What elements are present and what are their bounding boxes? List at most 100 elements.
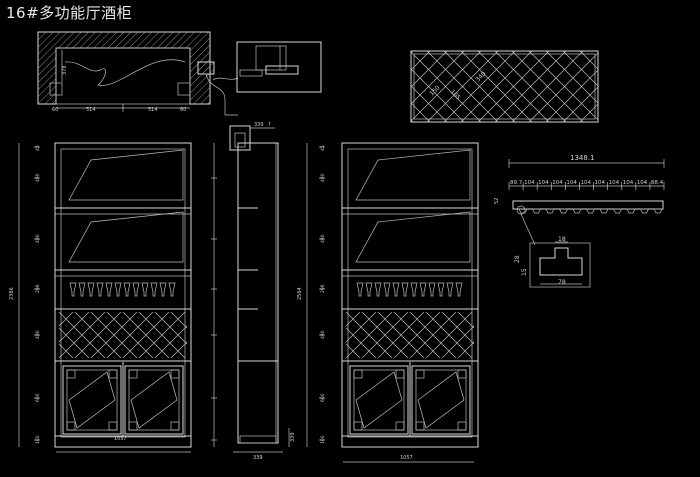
- rack-hook: [518, 208, 528, 214]
- plan-dim-2: 514: [148, 107, 158, 113]
- wine-glass: [356, 282, 364, 297]
- door-corner: [170, 421, 180, 431]
- section-top-dim: 339: [254, 122, 264, 128]
- door-corner: [128, 421, 138, 431]
- door-corner: [415, 369, 425, 379]
- plan-dim-1: 514: [86, 107, 96, 113]
- wine-glass: [383, 282, 391, 297]
- wine-glass: [446, 282, 454, 297]
- front-right-width: 1057: [400, 455, 413, 461]
- rack-hook: [531, 208, 542, 214]
- door-corner: [415, 421, 425, 431]
- wine-glass: [114, 282, 122, 297]
- rack-segment-dim: 104: [538, 180, 549, 186]
- wine-glass: [419, 282, 427, 297]
- svg-text:?: ?: [268, 122, 271, 128]
- section-width: 339: [253, 455, 263, 461]
- rack-hook: [626, 208, 636, 214]
- rack-hook: [612, 208, 623, 214]
- detail-left-dim-2: 15: [521, 268, 528, 276]
- door-corner: [395, 369, 405, 379]
- row-dim: 490: [35, 330, 41, 339]
- wine-glass: [78, 282, 86, 297]
- front-right-height: 2564: [297, 287, 303, 300]
- plan-dim-3: 378: [62, 65, 68, 75]
- door-glass: [130, 371, 178, 429]
- rack-segment-dim: 104: [623, 180, 634, 186]
- wine-glass: [455, 282, 463, 297]
- row-dim: 100: [320, 435, 326, 444]
- plan-view: 514 514 60 60 378: [37, 31, 239, 116]
- rack-segment-dim: 104: [552, 180, 563, 186]
- display-panel: [355, 149, 471, 201]
- rack-total-dim: 1348.1: [570, 154, 595, 162]
- wine-glass: [123, 282, 131, 297]
- lattice-dim-1: 150: [428, 84, 441, 97]
- door-corner: [395, 421, 405, 431]
- drawing-title: 16#多功能厅酒柜: [6, 4, 133, 22]
- door-glass: [417, 371, 465, 429]
- row-dim: 296: [320, 284, 326, 293]
- wine-glass: [105, 282, 113, 297]
- wine-glass: [410, 282, 418, 297]
- front-left-width: 1057: [114, 436, 127, 442]
- lattice-dim-2: 165: [449, 88, 462, 101]
- cabinet-frame: [341, 142, 479, 448]
- rack-hook: [599, 208, 609, 214]
- rack-hook: [572, 208, 582, 214]
- wine-glass: [437, 282, 445, 297]
- row-dim: 100: [35, 435, 41, 444]
- display-panel: [68, 149, 184, 201]
- door-glass: [355, 371, 403, 429]
- display-panel: [355, 211, 471, 263]
- row-dim: 45: [320, 145, 326, 151]
- door-panel: [349, 365, 409, 435]
- side-section: 339 ? 339 339: [211, 122, 296, 461]
- detail-left-dim-1: 28: [514, 255, 521, 263]
- door-panel: [411, 365, 471, 435]
- row-dim: 296: [35, 284, 41, 293]
- section-bottom-dim: 339: [290, 432, 296, 442]
- door-corner: [457, 421, 467, 431]
- joint-detail: [236, 41, 322, 93]
- door-corner: [457, 369, 467, 379]
- rack-hook: [585, 208, 596, 214]
- plan-dim-4: 60: [52, 107, 58, 113]
- door-panel: [124, 365, 184, 435]
- rack-hook: [545, 208, 555, 214]
- rack-segment-dim: 88.4: [651, 180, 664, 186]
- wine-glass: [150, 282, 158, 297]
- door-corner: [353, 369, 363, 379]
- rack-height-dim: 52: [494, 198, 500, 204]
- row-dim: 45: [35, 145, 41, 151]
- detail-top-dim: 18: [558, 236, 566, 243]
- wine-glass: [132, 282, 140, 297]
- row-dim: 600: [35, 393, 41, 402]
- wine-glass: [141, 282, 149, 297]
- rack-segment-dim: 104: [566, 180, 577, 186]
- wine-glass: [392, 282, 400, 297]
- row-dim: 490: [320, 234, 326, 243]
- wine-lattice: [346, 312, 474, 358]
- wine-glass: [159, 282, 167, 297]
- cabinet-frame: [54, 142, 192, 448]
- wine-glass: [87, 282, 95, 297]
- front-left-height: 2386: [9, 287, 15, 300]
- door-corner: [128, 369, 138, 379]
- wine-glass: [69, 282, 77, 297]
- plan-dim-5: 60: [180, 107, 186, 113]
- row-dim: 490: [320, 330, 326, 339]
- door-corner: [108, 369, 118, 379]
- wine-glass: [365, 282, 373, 297]
- display-panel: [68, 211, 184, 263]
- row-dim: 490: [35, 173, 41, 182]
- door-corner: [108, 421, 118, 431]
- door-glass: [68, 371, 116, 429]
- door-corner: [66, 369, 76, 379]
- wine-glass: [96, 282, 104, 297]
- wine-lattice: [59, 312, 187, 358]
